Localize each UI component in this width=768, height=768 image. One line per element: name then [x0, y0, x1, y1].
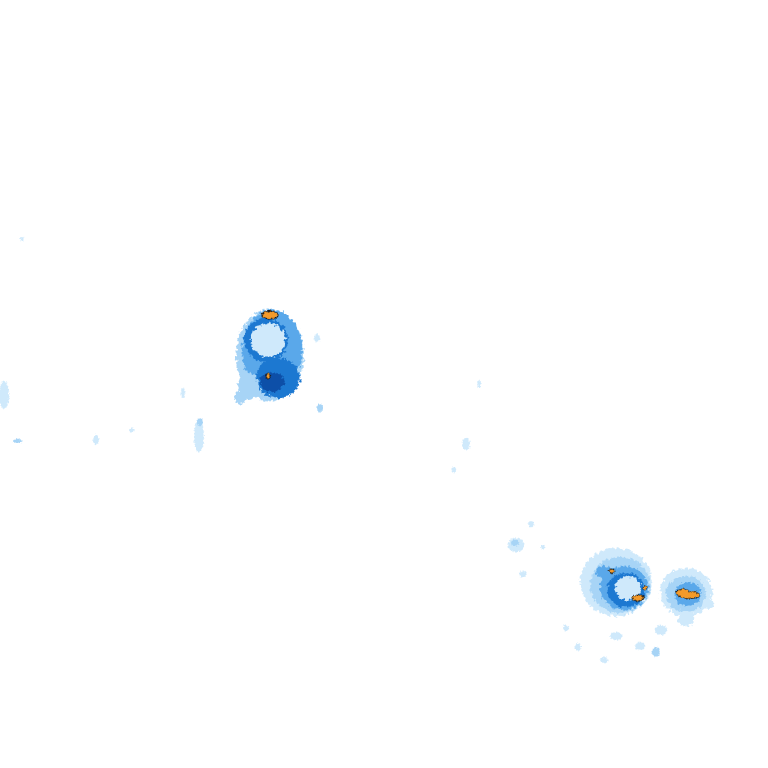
southeast-west-extreme-core	[608, 568, 648, 602]
scattered-light-echoes	[0, 237, 714, 663]
southeast-east-extreme-core	[674, 588, 701, 600]
northwest-cell-extreme-core	[261, 310, 279, 380]
northwest-storm-cell	[234, 309, 304, 404]
southeast-storm-cell-west	[580, 548, 652, 616]
